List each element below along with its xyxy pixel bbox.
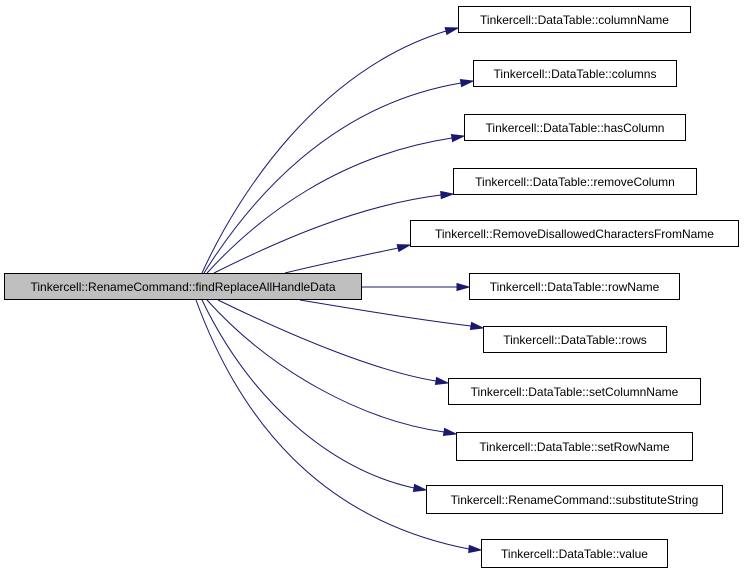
node-target-box	[464, 114, 686, 141]
node-target-label: Tinkercell::DataTable::columnName	[480, 13, 669, 27]
node-target-box	[456, 432, 693, 461]
arrowhead-icon	[444, 27, 460, 36]
call-edge-8	[217, 299, 437, 382]
node-target-3[interactable]: Tinkercell::DataTable::hasColumn	[464, 114, 686, 141]
node-target-label: Tinkercell::RenameCommand::substituteStr…	[451, 493, 699, 507]
arrowhead-icon	[440, 190, 455, 200]
call-edge-3	[206, 137, 453, 274]
arrowhead-icon	[412, 483, 428, 493]
node-target-box	[458, 6, 691, 33]
call-edge-2	[203, 82, 462, 274]
node-target-box	[483, 326, 667, 353]
node-root[interactable]: Tinkercell::RenameCommand::findReplaceAl…	[4, 273, 362, 300]
call-nodes: Tinkercell::RenameCommand::findReplaceAl…	[4, 6, 739, 568]
arrowhead-icon	[456, 282, 471, 292]
arrowhead-icon	[434, 376, 450, 386]
node-target-label: Tinkercell::DataTable::hasColumn	[486, 121, 665, 135]
arrowhead-icon	[450, 133, 466, 143]
node-target-label: Tinkercell::DataTable::value	[501, 547, 648, 561]
node-target-label: Tinkercell::DataTable::columns	[494, 67, 657, 81]
call-edge-5	[284, 247, 399, 274]
node-target-box	[469, 273, 680, 300]
node-target-label: Tinkercell::DataTable::rowName	[490, 280, 660, 294]
node-target-label: Tinkercell::DataTable::removeColumn	[475, 175, 675, 189]
node-target-box	[410, 220, 739, 247]
node-root-box	[4, 273, 362, 300]
node-target-box	[473, 60, 677, 87]
arrowhead-icon	[468, 544, 483, 554]
call-edge-11	[195, 299, 470, 550]
arrowhead-icon	[442, 427, 458, 437]
call-edge-10	[201, 299, 415, 489]
node-target-label: Tinkercell::DataTable::rows	[503, 333, 647, 347]
arrowhead-icon	[396, 244, 412, 253]
node-target-5[interactable]: Tinkercell::RemoveDisallowedCharactersFr…	[410, 220, 739, 247]
node-target-box	[453, 168, 697, 195]
node-target-11[interactable]: Tinkercell::DataTable::value	[481, 539, 668, 568]
node-root-label: Tinkercell::RenameCommand::findReplaceAl…	[30, 280, 335, 294]
node-target-8[interactable]: Tinkercell::DataTable::setColumnName	[448, 378, 701, 405]
node-target-label: Tinkercell::DataTable::setRowName	[479, 440, 670, 454]
call-edge-7	[299, 299, 472, 327]
call-edge-4	[213, 194, 442, 274]
call-edge-1	[201, 30, 447, 274]
node-target-box	[481, 539, 668, 568]
node-target-label: Tinkercell::RemoveDisallowedCharactersFr…	[435, 227, 714, 241]
node-target-box	[448, 378, 701, 405]
call-edge-9	[206, 299, 445, 433]
arrowhead-icon	[459, 78, 475, 88]
node-target-1[interactable]: Tinkercell::DataTable::columnName	[458, 6, 691, 33]
call-edges	[195, 27, 485, 554]
node-target-10[interactable]: Tinkercell::RenameCommand::substituteStr…	[426, 485, 723, 514]
node-target-7[interactable]: Tinkercell::DataTable::rows	[483, 326, 667, 353]
node-target-6[interactable]: Tinkercell::DataTable::rowName	[469, 273, 680, 300]
node-target-4[interactable]: Tinkercell::DataTable::removeColumn	[453, 168, 697, 195]
node-target-label: Tinkercell::DataTable::setColumnName	[471, 385, 679, 399]
node-target-2[interactable]: Tinkercell::DataTable::columns	[473, 60, 677, 87]
node-target-box	[426, 485, 723, 514]
arrowhead-icon	[469, 321, 485, 331]
node-target-9[interactable]: Tinkercell::DataTable::setRowName	[456, 432, 693, 461]
